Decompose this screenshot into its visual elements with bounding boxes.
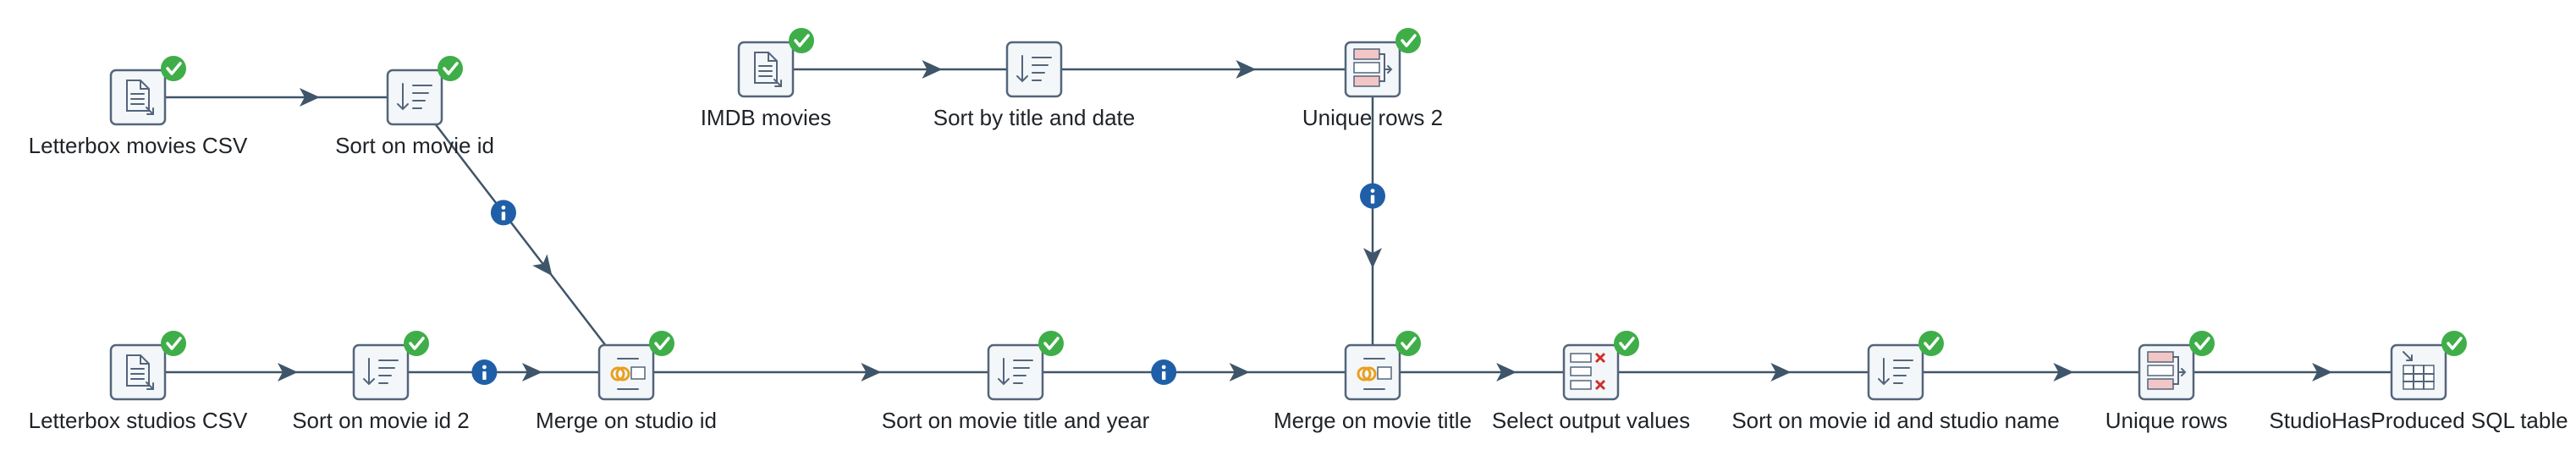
step-s14[interactable]: StudioHasProduced SQL table [2269, 331, 2568, 433]
csv-input-icon [109, 343, 167, 401]
hop-arrow-icon [299, 88, 320, 107]
hop-s7-s8[interactable] [408, 359, 599, 385]
step-label: IMDB movies [701, 105, 832, 130]
hop-arrow-icon [922, 60, 943, 79]
step-label: Letterbox studios CSV [29, 408, 248, 433]
hop-s9-s10[interactable] [1043, 359, 1346, 385]
step-s10[interactable]: Merge on movie title [1274, 331, 1472, 433]
step-label: Sort on movie id [335, 133, 494, 158]
step-s3[interactable]: IMDB movies [701, 28, 832, 130]
sort-rows-icon [1867, 343, 1924, 401]
hop-arrow-icon [861, 363, 882, 381]
hop-arrow-icon [521, 363, 542, 381]
step-label: Sort on movie id 2 [292, 408, 470, 433]
csv-input-icon [737, 41, 795, 98]
step-label: Merge on studio id [536, 408, 717, 433]
csv-input-icon [109, 69, 167, 126]
unique-rows-icon [2138, 343, 2195, 401]
info-icon[interactable] [490, 200, 516, 226]
step-s12[interactable]: Sort on movie id and studio name [1731, 331, 2060, 433]
step-label: Sort on movie title and year [882, 408, 1150, 433]
success-check-icon [1395, 28, 1421, 53]
sort-rows-icon [386, 69, 443, 126]
step-label: Unique rows [2105, 408, 2228, 433]
hops-layer [165, 60, 2392, 385]
step-s5[interactable]: Unique rows 2 [1302, 28, 1443, 130]
step-s11[interactable]: Select output values [1492, 331, 1690, 433]
step-label: Merge on movie title [1274, 408, 1472, 433]
hop-s6-s7[interactable] [165, 363, 354, 381]
step-label: Sort by title and date [933, 105, 1135, 130]
success-check-icon [404, 331, 429, 356]
info-icon[interactable] [471, 359, 498, 385]
step-label: StudioHasProduced SQL table [2269, 408, 2568, 433]
table-output-icon [2390, 343, 2447, 401]
hop-s1-s2[interactable] [165, 88, 388, 107]
steps-layer: Letterbox movies CSV Sort on movie id IMDB… [29, 28, 2568, 433]
sort-rows-icon [1005, 41, 1063, 98]
step-s7[interactable]: Sort on movie id 2 [292, 331, 470, 433]
success-check-icon [2441, 331, 2467, 356]
step-s9[interactable]: Sort on movie title and year [882, 331, 1150, 433]
step-s1[interactable]: Letterbox movies CSV [29, 56, 248, 158]
hop-arrow-icon [1770, 363, 1792, 381]
hop-s4-s5[interactable] [1061, 60, 1346, 79]
hop-s10-s11[interactable] [1400, 363, 1564, 381]
success-check-icon [789, 28, 814, 53]
step-label: Unique rows 2 [1302, 105, 1443, 130]
hop-arrow-icon [1236, 60, 1257, 79]
hop-arrow-icon [2312, 363, 2333, 381]
hop-arrow-icon [1496, 363, 1517, 381]
step-s2[interactable]: Sort on movie id [335, 56, 494, 158]
step-label: Sort on movie id and studio name [1731, 408, 2059, 433]
success-check-icon [438, 56, 463, 81]
hop-s13-s14[interactable] [2193, 363, 2392, 381]
hop-s2-s8[interactable] [434, 123, 607, 346]
step-s6[interactable]: Letterbox studios CSV [29, 331, 248, 433]
step-s8[interactable]: Merge on studio id [536, 331, 717, 433]
info-icon[interactable] [1360, 183, 1385, 209]
success-check-icon [2189, 331, 2215, 356]
success-check-icon [1614, 331, 1639, 356]
success-check-icon [1395, 331, 1421, 356]
hop-s5-s10[interactable] [1360, 96, 1385, 345]
hop-arrow-icon [532, 254, 553, 277]
success-check-icon [649, 331, 674, 356]
step-label: Letterbox movies CSV [29, 133, 248, 158]
hop-s3-s4[interactable] [793, 60, 1007, 79]
hop-arrow-icon [1229, 363, 1250, 381]
success-check-icon [161, 331, 186, 356]
sort-rows-icon [352, 343, 410, 401]
step-s4[interactable]: Sort by title and date [933, 41, 1135, 130]
step-s13[interactable]: Unique rows [2105, 331, 2228, 433]
step-label: Select output values [1492, 408, 1690, 433]
hop-arrow-icon [277, 363, 298, 381]
hop-arrow-icon [2053, 363, 2074, 381]
unique-rows-icon [1344, 41, 1401, 98]
hop-s12-s13[interactable] [1923, 363, 2139, 381]
sort-rows-icon [987, 343, 1044, 401]
success-check-icon [161, 56, 186, 81]
success-check-icon [1918, 331, 1944, 356]
hop-arrow-icon [1363, 248, 1382, 269]
select-values-icon [1562, 343, 1620, 401]
hop-s8-s9[interactable] [653, 363, 988, 381]
merge-join-icon [597, 343, 655, 401]
merge-join-icon [1344, 343, 1401, 401]
hop-s11-s12[interactable] [1618, 363, 1869, 381]
info-icon[interactable] [1151, 359, 1177, 385]
success-check-icon [1038, 331, 1064, 356]
